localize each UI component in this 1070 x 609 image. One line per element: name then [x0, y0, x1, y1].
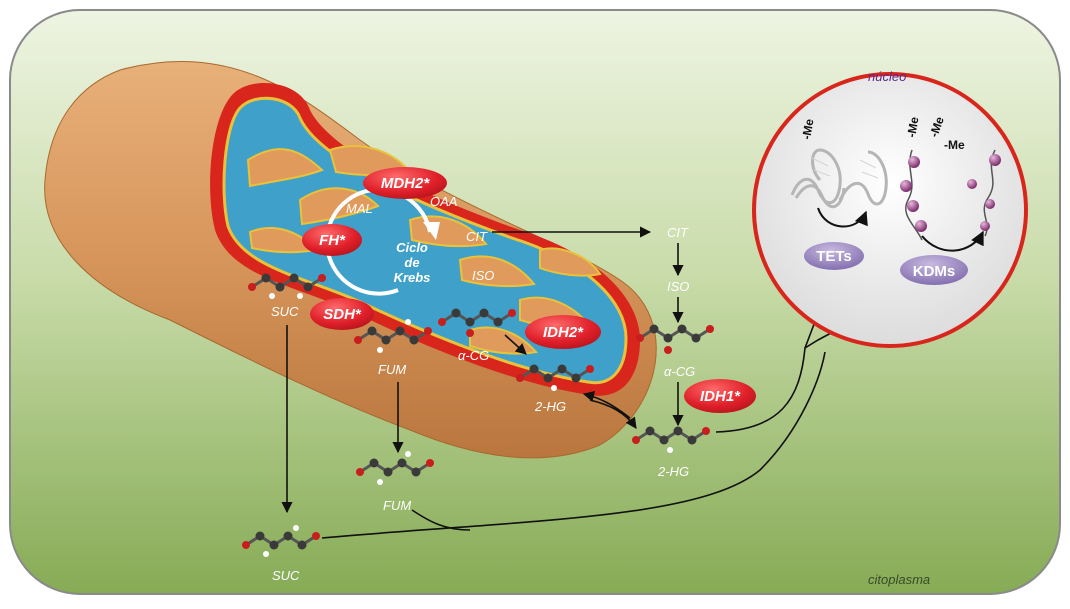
acg-inner-label: α-CG: [458, 348, 489, 363]
cristae: [246, 145, 602, 355]
idh2-label: IDH2*: [543, 324, 584, 341]
krebs-cycle: Ciclo de Krebs: [324, 187, 440, 296]
chromatin-right: [967, 149, 1001, 237]
enzyme-idh1: IDH1*: [684, 379, 756, 413]
nucleus: núcleo -Me -Me: [752, 69, 1028, 348]
molecule-hg-inner: [516, 364, 594, 391]
fum-inner-label: FUM: [378, 362, 406, 377]
inhibit-line-suc-fum: [321, 351, 826, 539]
nucleo-label: núcleo: [868, 69, 906, 84]
krebs-line3: Krebs: [394, 270, 431, 285]
enzyme-fh: FH*: [302, 224, 362, 256]
kdms-label: KDMs: [913, 263, 956, 280]
methyl-label-dna: -Me: [799, 117, 816, 140]
nucleus-envelope: [752, 72, 1028, 348]
fh-label: FH*: [319, 232, 346, 249]
molecule-fum-cyto: [356, 451, 434, 485]
nucleosome: [908, 156, 920, 168]
molecules: [242, 273, 714, 557]
citoplasma-label: citoplasma: [868, 572, 930, 587]
mdh2-label: MDH2*: [381, 175, 431, 192]
nucleosome: [989, 154, 1001, 166]
dna-helix-left: [790, 148, 888, 209]
oaa-label: OAA: [430, 194, 457, 209]
nucleosome: [907, 200, 919, 212]
krebs-line2: de: [404, 255, 419, 270]
acg-cyto-label: α-CG: [664, 364, 695, 379]
dna-helix-stripes: [811, 157, 879, 179]
nucleosome: [985, 199, 995, 209]
methyl-label-1: -Me: [904, 115, 921, 138]
nucleosome: [980, 221, 990, 231]
krebs-line1: Ciclo: [396, 240, 428, 255]
enzyme-sdh: SDH*: [310, 298, 374, 330]
methyl-label-3: -Me: [944, 138, 965, 152]
molecule-acg-inner: [438, 308, 516, 337]
enzyme-mdh2: MDH2*: [363, 167, 447, 199]
inhibit-line-fum-join: [411, 509, 471, 531]
krebs-cycle-arrow: [324, 187, 432, 296]
fum-cyto-label: FUM: [383, 498, 411, 513]
nucleosome: [900, 180, 912, 192]
idh1-label: IDH1*: [700, 388, 741, 405]
molecule-fum-inner: [354, 319, 432, 353]
hg-cyto-label: 2-HG: [657, 464, 689, 479]
hg-inner-label: 2-HG: [534, 399, 566, 414]
cit-cyto-label: CIT: [667, 225, 689, 240]
suc-inner-label: SUC: [271, 304, 299, 319]
mal-label: MAL: [346, 201, 373, 216]
nucleosome: [915, 220, 927, 232]
suc-cyto-label: SUC: [272, 568, 300, 583]
kdms-enzyme: KDMs: [900, 255, 968, 285]
mitochondrion: [44, 61, 657, 459]
methylation-arrow-kdms: [921, 230, 984, 252]
molecule-acg-cyto: [636, 324, 714, 354]
methyl-label-2: -Me: [927, 115, 947, 140]
molecule-hg-cyto: [632, 426, 710, 453]
tets-enzyme: TETs: [804, 242, 864, 270]
arrow-acg-idh2: [504, 334, 527, 355]
nucleosome: [967, 179, 977, 189]
methylation-arrow-tets: [817, 207, 868, 228]
inhibit-line-hg: [715, 287, 916, 433]
molecule-suc-inner: [248, 273, 326, 299]
sdh-label: SDH*: [323, 306, 362, 323]
iso-cyto-label: ISO: [667, 279, 689, 294]
enzyme-idh2: IDH2*: [525, 315, 601, 349]
cit-inner-label: CIT: [466, 229, 488, 244]
chromatin-left: [900, 149, 927, 241]
molecule-suc-cyto: [242, 525, 320, 557]
krebs-cycle-arrowhead: [423, 222, 440, 240]
iso-inner-label: ISO: [472, 268, 494, 283]
arrow-hg-exchange-2: [582, 391, 631, 419]
tets-label: TETs: [816, 248, 852, 265]
